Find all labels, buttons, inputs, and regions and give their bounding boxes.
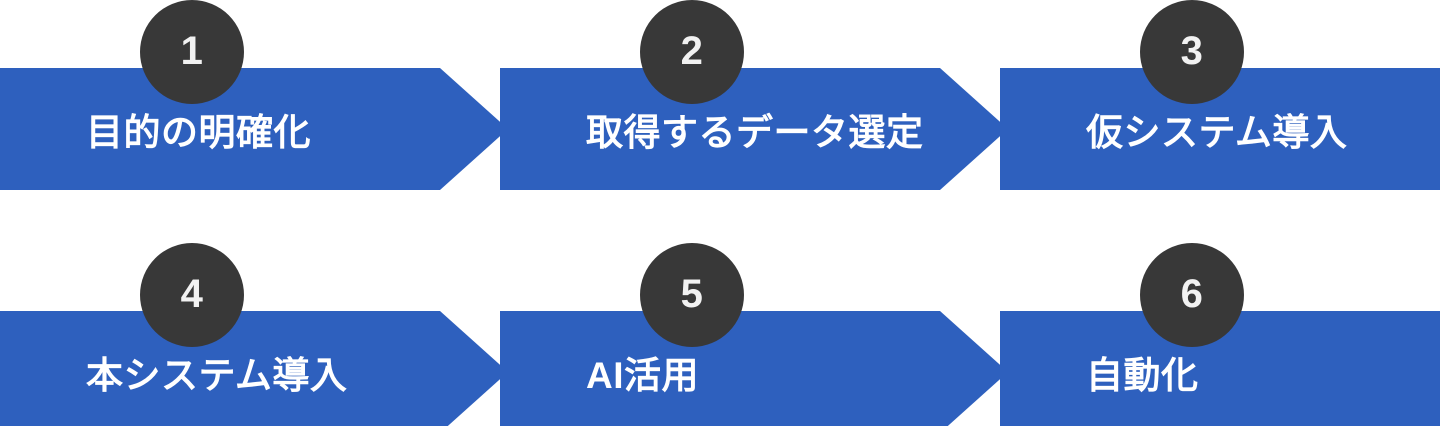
step-label: 本システム導入 bbox=[86, 355, 348, 396]
step-label: 自動化 bbox=[1086, 355, 1199, 396]
step-number-badge: 5 bbox=[640, 243, 744, 347]
step-number-badge: 2 bbox=[640, 0, 744, 104]
chevron-arrow-shape bbox=[0, 311, 508, 426]
chevron-arrow-shape bbox=[500, 68, 1008, 190]
step-number-badge: 3 bbox=[1140, 0, 1244, 104]
step-number-badge: 4 bbox=[140, 243, 244, 347]
process-step-2[interactable]: 2 取得するデータ選定 bbox=[500, 0, 1008, 226]
process-step-4[interactable]: 4 本システム導入 bbox=[0, 243, 508, 426]
chevron-arrow-shape bbox=[0, 68, 508, 190]
step-label: 仮システム導入 bbox=[1086, 112, 1348, 153]
step-number-badge: 6 bbox=[1140, 243, 1244, 347]
process-step-6[interactable]: 6 自動化 bbox=[1000, 243, 1440, 426]
step-label: AI活用 bbox=[586, 355, 699, 396]
chevron-arrow-shape bbox=[500, 311, 1008, 426]
step-label: 取得するデータ選定 bbox=[586, 112, 924, 153]
process-step-1[interactable]: 1 目的の明確化 bbox=[0, 0, 508, 226]
step-number-badge: 1 bbox=[140, 0, 244, 104]
process-step-5[interactable]: 5 AI活用 bbox=[500, 243, 1008, 426]
process-step-3[interactable]: 3 仮システム導入 bbox=[1000, 0, 1440, 226]
step-label: 目的の明確化 bbox=[86, 112, 311, 153]
